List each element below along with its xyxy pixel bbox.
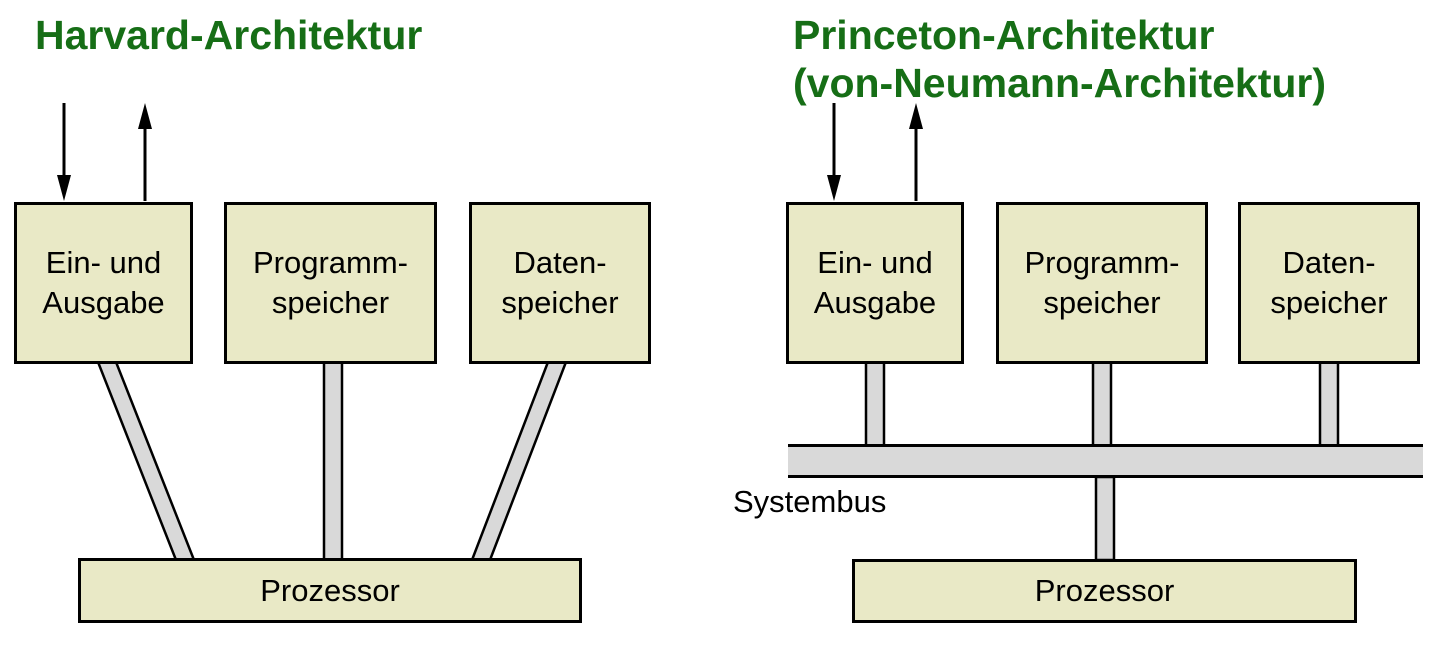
princeton-programmemory-bus-connector: [1091, 360, 1113, 449]
harvard-processor-box: Prozessor: [78, 558, 582, 623]
harvard-program-memory-label-line2: speicher: [271, 285, 390, 320]
systembus-label: Systembus: [733, 484, 887, 519]
princeton-io-label-line1: Ein- und: [817, 245, 933, 280]
harvard-io-label-line1: Ein- und: [45, 245, 162, 280]
harvard-program-memory-box: Programm- speicher: [224, 202, 437, 364]
princeton-io-label-line2: Ausgabe: [813, 285, 937, 320]
princeton-input-arrow-icon: [827, 103, 841, 201]
princeton-program-memory-label-line2: speicher: [1043, 285, 1161, 320]
princeton-output-arrow-icon: [909, 103, 923, 201]
princeton-program-memory-label-line1: Programm-: [1024, 245, 1180, 280]
harvard-title: Harvard-Architektur: [35, 12, 423, 58]
princeton-bus-processor-connector: [1094, 475, 1116, 562]
harvard-io-box: Ein- und Ausgabe: [14, 202, 193, 364]
princeton-title: Princeton-Architektur (von-Neumann-Archi…: [793, 11, 1326, 107]
harvard-output-arrow-icon: [138, 103, 152, 201]
systembus-bar: [788, 444, 1423, 478]
princeton-title-line1: Princeton-Architektur: [793, 12, 1215, 58]
princeton-data-memory-box: Daten- speicher: [1238, 202, 1420, 364]
harvard-input-arrow-icon: [57, 103, 71, 201]
harvard-io-label-line2: Ausgabe: [42, 285, 165, 320]
princeton-title-line2: (von-Neumann-Architektur): [793, 60, 1327, 106]
harvard-data-memory-label-line1: Daten-: [513, 245, 607, 280]
princeton-io-bus-connector: [864, 360, 886, 449]
harvard-program-memory-label-line1: Programm-: [252, 245, 408, 280]
princeton-io-box: Ein- und Ausgabe: [786, 202, 964, 364]
princeton-data-memory-label-line1: Daten-: [1282, 245, 1376, 280]
princeton-program-memory-box: Programm- speicher: [996, 202, 1208, 364]
harvard-programmemory-processor-connector: [322, 360, 344, 562]
harvard-io-processor-connector: [96, 360, 196, 562]
princeton-data-memory-label-line2: speicher: [1270, 285, 1388, 320]
princeton-datamemory-bus-connector: [1318, 360, 1340, 449]
princeton-processor-box: Prozessor: [852, 559, 1357, 623]
princeton-processor-label: Prozessor: [1034, 573, 1175, 608]
harvard-data-memory-box: Daten- speicher: [469, 202, 651, 364]
harvard-data-memory-label-line2: speicher: [501, 285, 619, 320]
harvard-processor-label: Prozessor: [260, 572, 400, 608]
harvard-datamemory-processor-connector: [470, 360, 568, 562]
